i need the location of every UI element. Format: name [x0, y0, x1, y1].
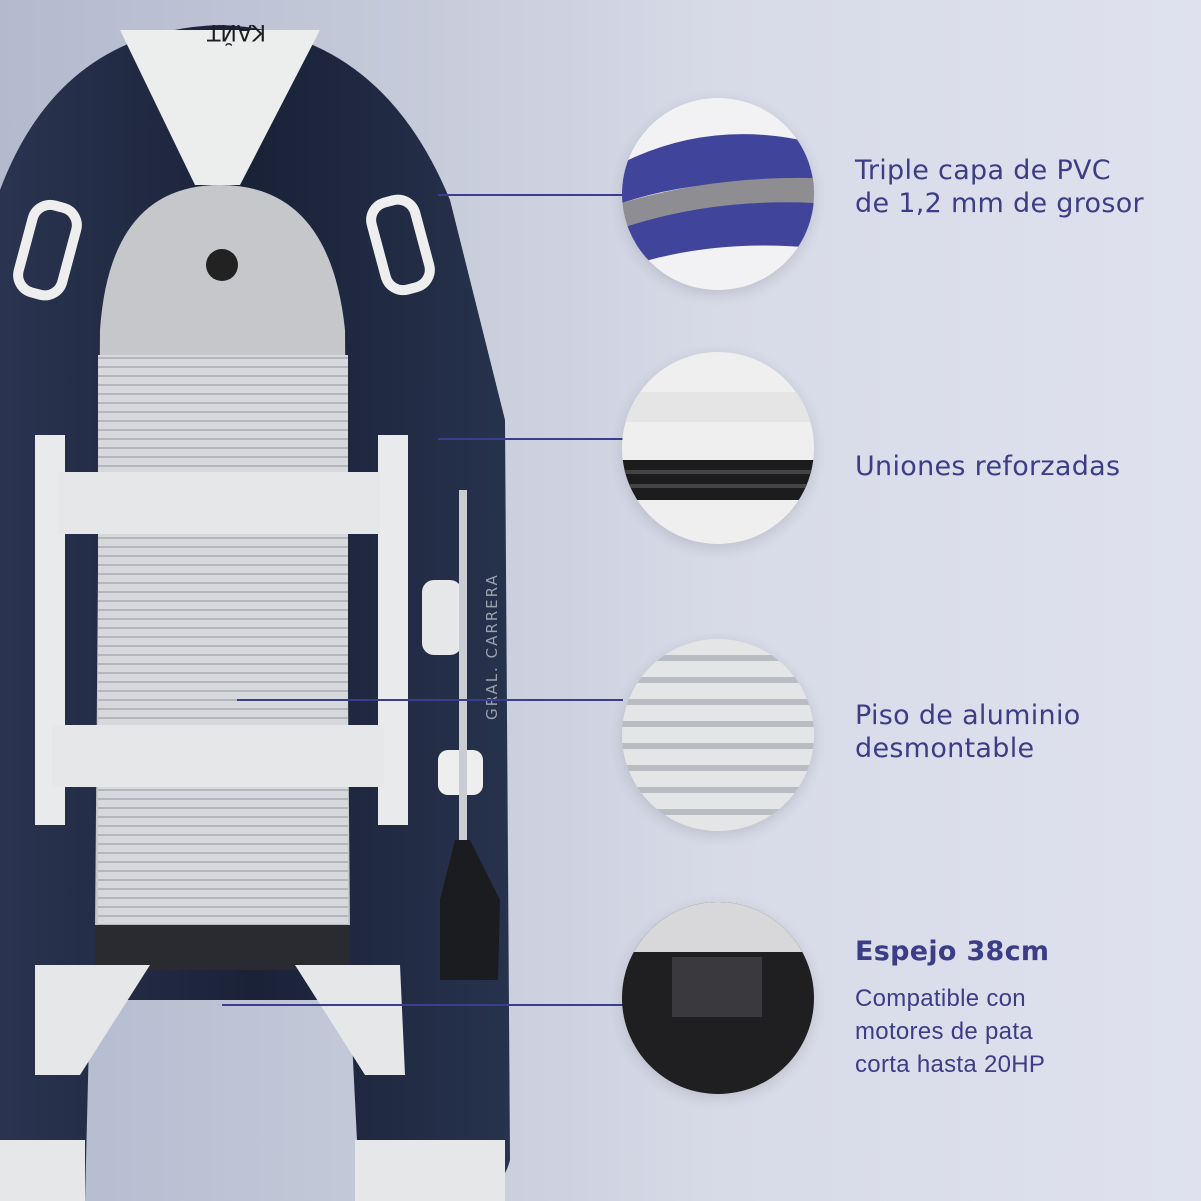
callout-line-1 [438, 194, 623, 196]
feature-subtitle-line: Compatible con [855, 985, 1026, 1012]
reinforced-seams-image [622, 352, 814, 544]
feature-subtitle-line: corta hasta 20HP [855, 1051, 1046, 1078]
feature-subtitle: Compatible con motores de pata corta has… [855, 982, 1049, 1081]
aluminum-floor-image [622, 639, 814, 831]
pvc-layers-image [622, 98, 814, 290]
feature-title: Espejo 38cm [855, 936, 1050, 967]
transom-image [622, 902, 814, 1094]
side-text: GRAL. CARRERA [483, 573, 501, 720]
callout-line-2 [438, 438, 623, 440]
feature-title-line: de 1,2 mm de grosor [855, 188, 1144, 219]
feature-title-line: Triple capa de PVC [855, 155, 1111, 186]
feature-title-line: desmontable [855, 733, 1035, 764]
feature-transom: Espejo 38cm Compatible con motores de pa… [855, 935, 1049, 1081]
feature-title-line: Piso de aluminio [855, 700, 1081, 731]
feature-reinforced-seams: Uniones reforzadas [855, 450, 1120, 483]
feature-title-line: Uniones reforzadas [855, 451, 1121, 482]
callout-line-3 [237, 699, 623, 701]
callout-line-4 [222, 1004, 623, 1006]
feature-aluminum-floor: Piso de aluminio desmontable [855, 699, 1081, 765]
inflatable-boat-image: KAЙT GRAL. CARRERA [0, 19, 510, 1201]
logo-text: KAЙT [206, 19, 266, 45]
feature-subtitle-line: motores de pata [855, 1018, 1033, 1045]
feature-pvc-layers: Triple capa de PVC de 1,2 mm de grosor [855, 154, 1144, 220]
